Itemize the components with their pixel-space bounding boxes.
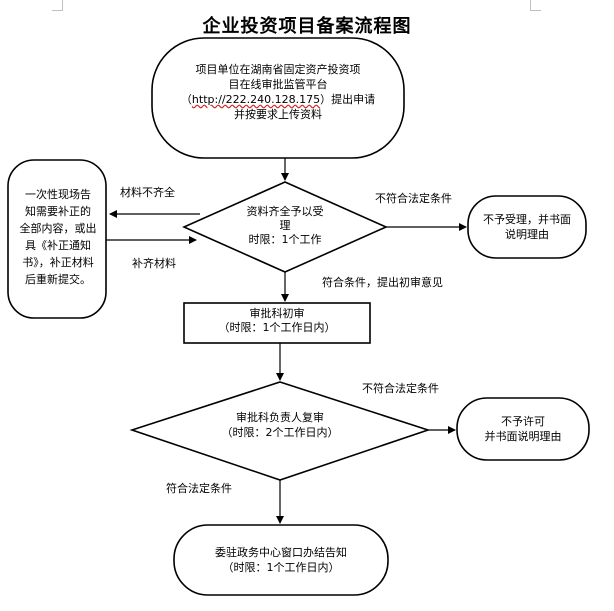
label-comply-opinion: 符合条件，提出初审意见 <box>322 276 443 289</box>
left-note-box <box>7 159 107 319</box>
left-note-line6: 后重新提交。 <box>25 273 91 286</box>
reject2-line1: 不予许可 <box>501 415 545 428</box>
reject2-box <box>456 397 590 461</box>
left-note-line4: 具《补正通知 <box>25 239 91 252</box>
label-supplement: 补齐材料 <box>132 257 176 270</box>
decision2-text: 审批科负责人复审 （时限：2个工作日内） <box>200 410 360 440</box>
reject2-text: 不予许可 并书面说明理由 <box>462 414 584 444</box>
corner-mark-top-right <box>530 0 541 11</box>
decision1-text: 资料齐全予以受 理 时限：1个工作 <box>225 205 345 247</box>
label-incomplete: 材料不齐全 <box>120 186 175 199</box>
label-comply: 符合法定条件 <box>166 482 232 495</box>
left-note-line3: 全部内容，或出 <box>19 222 97 235</box>
start-text: 项目单位在湖南省固定资产投资项 目在线审批监管平台 （http://222.24… <box>160 62 396 122</box>
start-terminal <box>151 37 405 159</box>
decision1-line3: 时限：1个工作 <box>248 233 322 246</box>
review1-line1: 审批科初审 <box>249 307 305 320</box>
left-note-text: 一次性现场告 知需要补正的 全部内容，或出 具《补正通知 书》，补正材料 后重新… <box>14 186 102 288</box>
platform-url[interactable]: http://222.240.128.175 <box>191 93 321 106</box>
end-terminal <box>173 524 389 596</box>
review1-box <box>183 302 371 344</box>
left-note-line5: 书》，补正材料 <box>22 256 94 269</box>
corner-mark-top-left <box>52 0 63 11</box>
reject2-line2: 并书面说明理由 <box>484 430 562 443</box>
reject1-line2: 说明理由 <box>505 228 549 241</box>
start-line2: 目在线审批监管平台 <box>228 78 328 91</box>
decision2-line2: （时限：2个工作日内） <box>221 426 339 439</box>
label-not-comply-1: 不符合法定条件 <box>375 192 452 205</box>
decision1-line2: 理 <box>279 219 291 232</box>
decision2-line1: 审批科负责人复审 <box>236 411 324 424</box>
review1-line2: （时限：1个工作日内） <box>218 321 336 334</box>
end-text: 委驻政务中心窗口办结告知 （时限：1个工作日内） <box>180 545 382 575</box>
left-note-line2: 知需要补正的 <box>25 205 91 218</box>
start-line1: 项目单位在湖南省固定资产投资项 <box>195 63 361 76</box>
left-note-line1: 一次性现场告 <box>25 188 91 201</box>
diagram-title: 企业投资项目备案流程图 <box>202 16 412 37</box>
start-line4: 并按要求上传资料 <box>234 108 322 121</box>
end-line1: 委驻政务中心窗口办结告知 <box>215 546 347 559</box>
reject1-text: 不予受理，并书面 说明理由 <box>472 212 582 242</box>
reject1-box <box>467 195 587 259</box>
review1-text: 审批科初审 （时限：1个工作日内） <box>188 307 366 335</box>
end-line2: （时限：1个工作日内） <box>222 561 340 574</box>
reject1-line1: 不予受理，并书面 <box>483 213 571 226</box>
decision1-line1: 资料齐全予以受 <box>246 205 324 218</box>
label-not-comply-2: 不符合法定条件 <box>362 382 439 395</box>
start-line3: （http://222.240.128.175）提出申请 <box>180 93 376 106</box>
